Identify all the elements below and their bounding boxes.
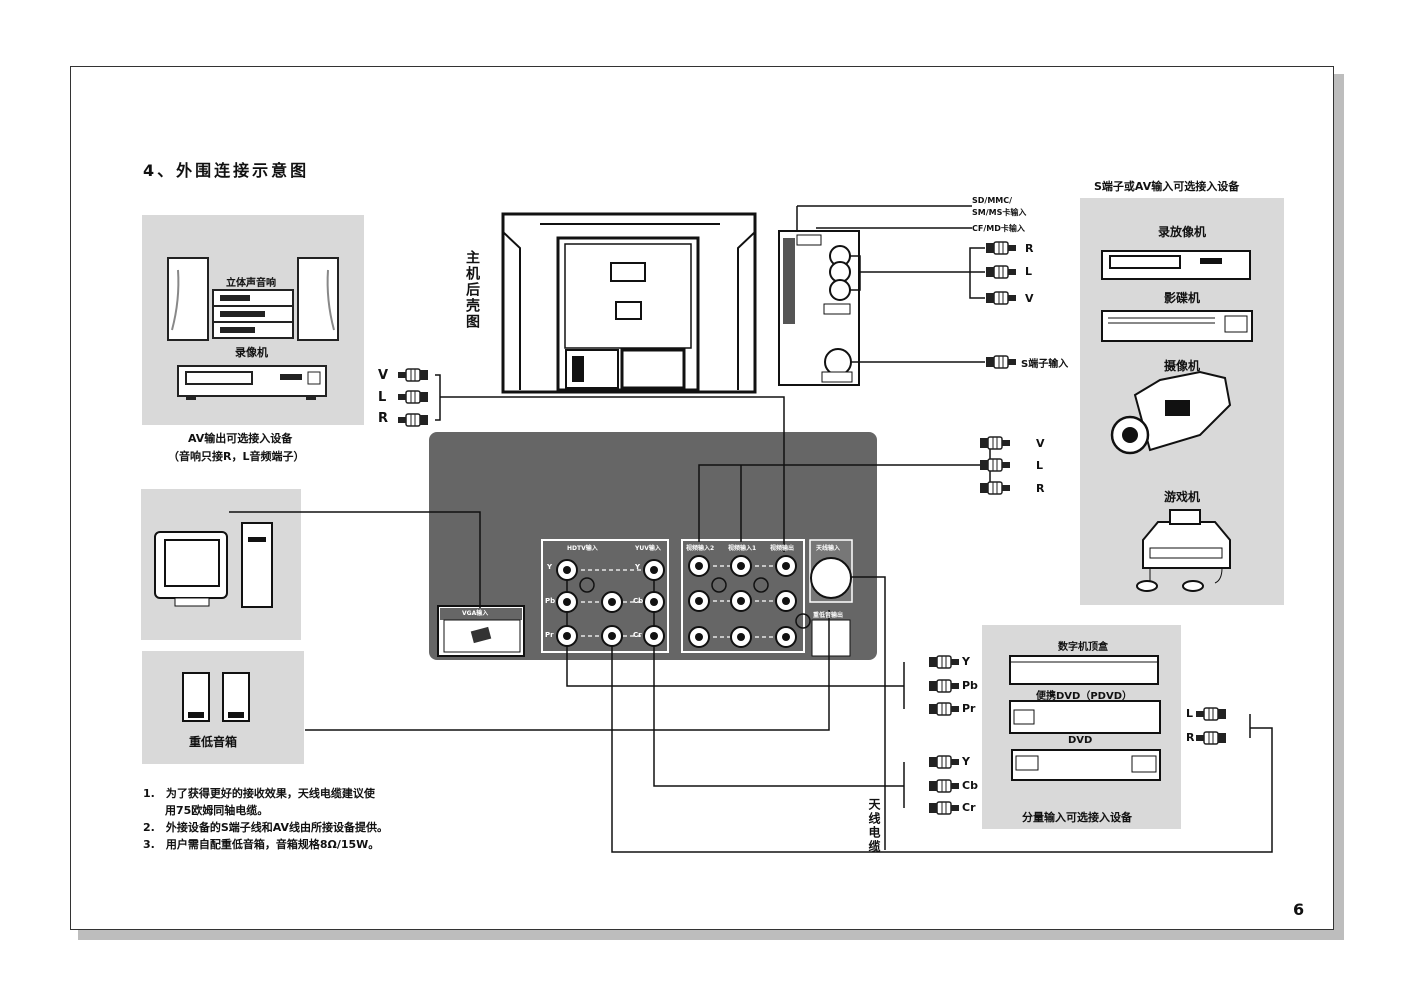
sub-label: 重低音输出 bbox=[813, 612, 844, 619]
hdtv-port-pb: Pb bbox=[545, 597, 556, 605]
s-video-label: S端子输入 bbox=[1021, 359, 1069, 370]
left-caption-2: （音响只接R，L音频端子） bbox=[168, 450, 305, 463]
dvd-player-right-icon bbox=[1101, 310, 1253, 342]
dvd-player-icon bbox=[1011, 749, 1161, 781]
left-caption-1: AV输出可选接入设备 bbox=[188, 432, 293, 445]
yuv-jacks bbox=[643, 559, 665, 647]
vcr-icon bbox=[177, 365, 327, 400]
vga-label: VGA输入 bbox=[462, 610, 489, 617]
hdtv-jacks bbox=[556, 559, 578, 647]
left-port-r: R bbox=[378, 411, 389, 426]
section-title: 4、外围连接示意图 bbox=[143, 161, 310, 180]
component-caption: 分量输入可选接入设备 bbox=[1022, 811, 1132, 824]
right-item-game: 游戏机 bbox=[1164, 490, 1201, 504]
hdtv-port-pr: Pr bbox=[545, 631, 554, 639]
lr-r: R bbox=[1186, 731, 1195, 744]
av-in2-label: 视频输入2 bbox=[686, 545, 715, 552]
card-rca-v: V bbox=[1025, 292, 1034, 305]
yuv-port-cb: Cb bbox=[633, 597, 644, 605]
lr-l: L bbox=[1186, 707, 1194, 720]
left-port-l: L bbox=[378, 390, 387, 405]
note-1b: 用75欧姆同轴电缆。 bbox=[143, 804, 269, 817]
ypbpr-pb: Pb bbox=[962, 679, 978, 692]
computer-icon bbox=[154, 522, 273, 608]
yuv-label: YUV输入 bbox=[635, 545, 661, 552]
av-right-v: V bbox=[1036, 437, 1045, 450]
note-1: 1. 为了获得更好的接收效果，天线电缆建议使 bbox=[143, 787, 375, 800]
tv-rear-view bbox=[501, 212, 757, 394]
hdtv-label: HDTV输入 bbox=[567, 545, 598, 552]
card-label-2: SM/MS卡输入 bbox=[972, 208, 1027, 217]
portable-dvd-icon bbox=[1009, 700, 1161, 734]
card-label-1: SD/MMC/ bbox=[972, 196, 1013, 205]
vcr-label: 录像机 bbox=[235, 346, 268, 359]
av-out-label: 视频输出 bbox=[770, 545, 795, 552]
stereo-label: 立体声音响 bbox=[226, 278, 276, 289]
av-right-l: L bbox=[1036, 459, 1044, 472]
antenna-cable-label: 天线电缆 bbox=[867, 798, 881, 854]
right-panel-title: S端子或AV输入可选接入设备 bbox=[1094, 180, 1240, 193]
card-slot-panel bbox=[778, 230, 860, 386]
vcr-right-icon bbox=[1101, 250, 1251, 280]
av-right-r: R bbox=[1036, 482, 1045, 495]
hdtv-port-y: Y bbox=[547, 563, 553, 571]
page-number: 6 bbox=[1293, 900, 1305, 919]
ypbpr-pr: Pr bbox=[962, 702, 976, 715]
ycbcr-cr: Cr bbox=[962, 801, 976, 814]
card-rca-r: R bbox=[1025, 242, 1034, 255]
component-title: 数字机顶盒 bbox=[1058, 642, 1108, 653]
rear-view-label: 主机后壳图 bbox=[464, 250, 480, 330]
dvd-label: DVD bbox=[1068, 735, 1093, 746]
av-in1-label: 视频输入1 bbox=[728, 545, 757, 552]
right-item-vcr: 录放像机 bbox=[1158, 225, 1207, 239]
subwoofer-speakers-icon bbox=[182, 672, 250, 722]
card-label-3: CF/MD卡输入 bbox=[972, 224, 1025, 233]
yuv-port-cr: Cr bbox=[633, 631, 642, 639]
ypbpr-y: Y bbox=[962, 655, 970, 668]
yuv-port-y: Y bbox=[635, 563, 641, 571]
camcorder-icon bbox=[1110, 370, 1232, 455]
right-item-dvd: 影碟机 bbox=[1164, 291, 1201, 305]
left-port-v: V bbox=[378, 368, 389, 383]
speakers-label: 重低音箱 bbox=[189, 735, 238, 749]
ycbcr-cb: Cb bbox=[962, 779, 978, 792]
right-item-camcorder: 摄像机 bbox=[1164, 359, 1201, 373]
note-3: 3. 用户需自配重低音箱，音箱规格8Ω/15W。 bbox=[143, 838, 380, 851]
rf-label: 天线输入 bbox=[816, 545, 841, 552]
stereo-system-icon bbox=[167, 257, 339, 341]
card-rca-l: L bbox=[1025, 265, 1033, 278]
ycbcr-y: Y bbox=[962, 755, 970, 768]
back-panel bbox=[429, 432, 877, 660]
set-top-box-icon bbox=[1009, 655, 1159, 685]
note-2: 2. 外接设备的S端子线和AV线由所接设备提供。 bbox=[143, 821, 389, 834]
game-console-icon bbox=[1136, 509, 1231, 592]
pdvd-label: 便携DVD（PDVD） bbox=[1036, 691, 1133, 702]
